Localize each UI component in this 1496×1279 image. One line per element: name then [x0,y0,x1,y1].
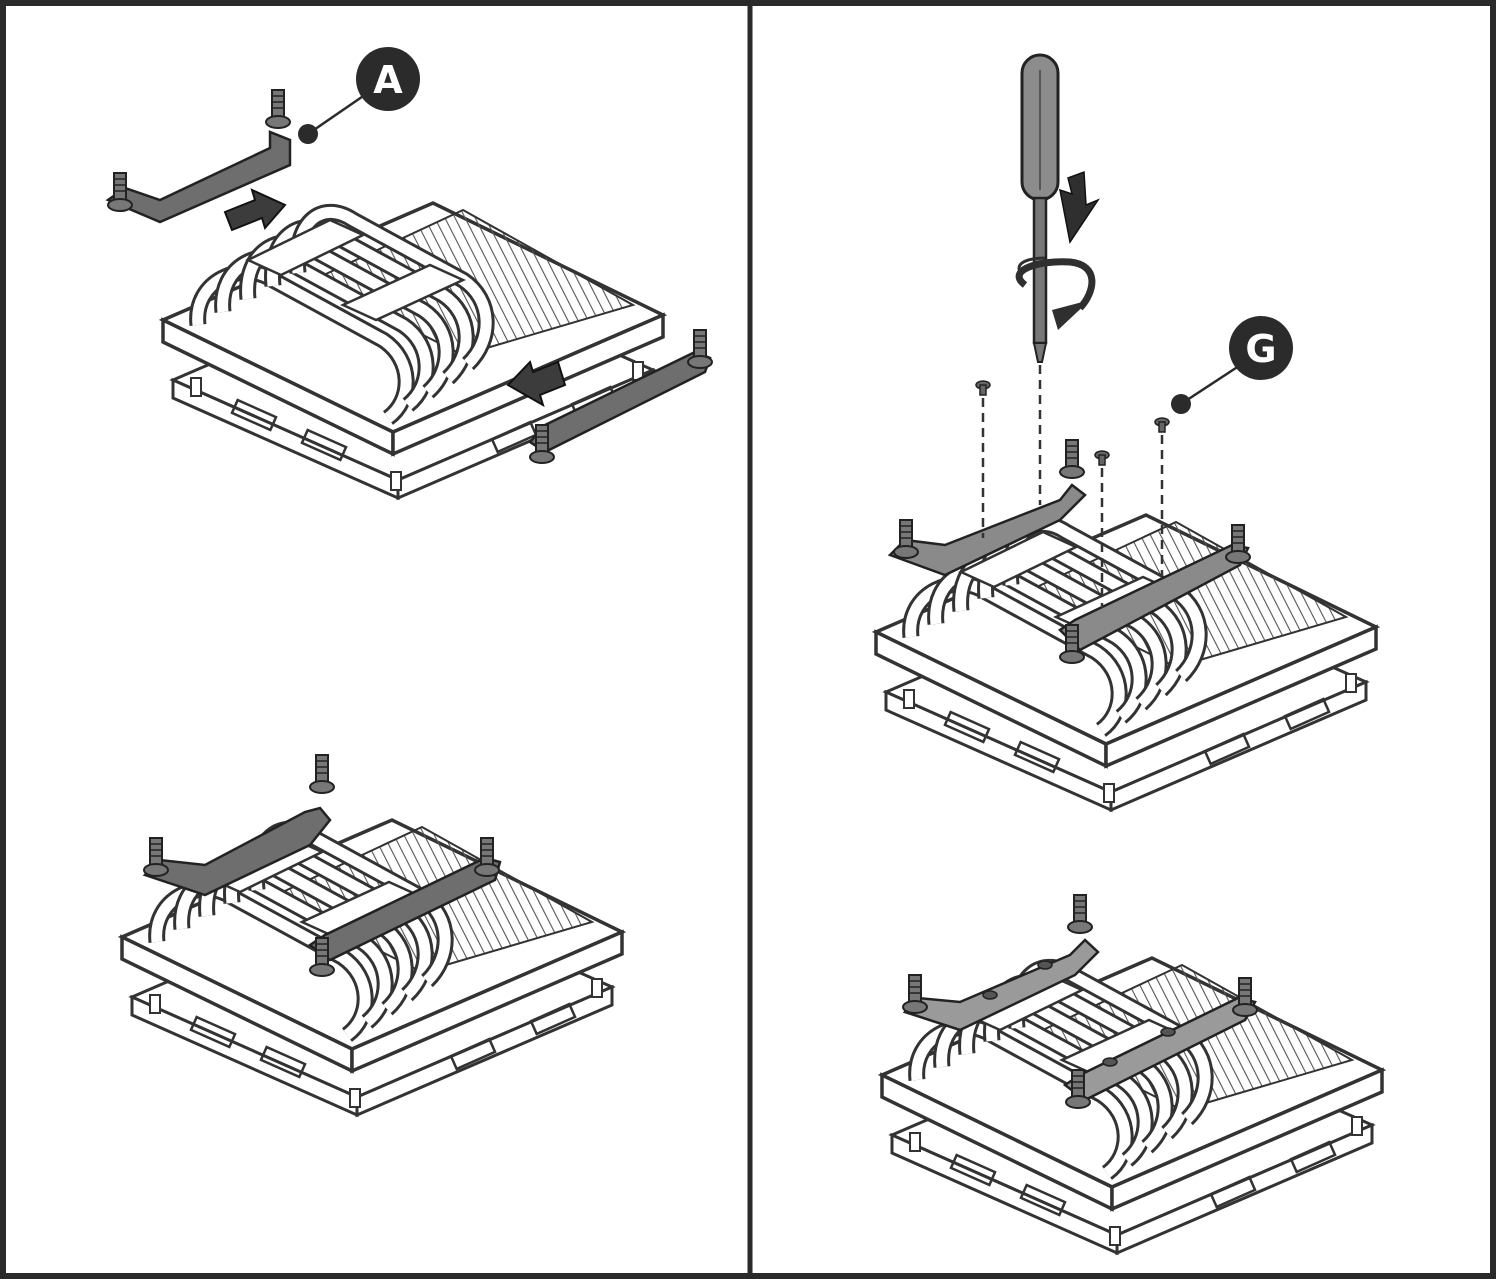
callout-a-badge [356,47,420,111]
mounting-bracket-lower [528,329,713,464]
mounting-bracket-upper [105,89,292,224]
left-panel: A [105,47,713,1115]
mounting-bracket-lower [1058,524,1251,664]
cooler-heatsink [163,203,663,498]
callout-g: G [1171,316,1293,414]
mounting-bracket-screwed-upper [902,894,1100,1032]
callout-a: A [298,47,420,144]
mounting-bracket-attached-left [142,754,335,897]
arrow-left-icon [506,360,567,408]
mounting-bracket-screwed-lower [1062,977,1258,1109]
mounting-bracket-upper [887,439,1087,577]
arrow-down-icon [1059,170,1100,244]
step-brackets-screwed [882,894,1382,1253]
rotate-clockwise-icon [1015,256,1096,330]
step-attach-brackets-exploded: A [105,47,713,498]
callout-g-label: G [1245,327,1276,371]
bracket-screws [975,365,1170,608]
callout-g-badge [1229,316,1293,380]
right-panel: G [876,53,1382,1253]
arrow-right-icon [223,188,287,232]
step-brackets-attached [122,754,622,1115]
screwdriver-icon [1020,53,1060,363]
step-screw-brackets-exploded: G [876,53,1376,810]
mounting-bracket-attached-right [307,837,502,977]
callout-a-label: A [373,58,403,102]
